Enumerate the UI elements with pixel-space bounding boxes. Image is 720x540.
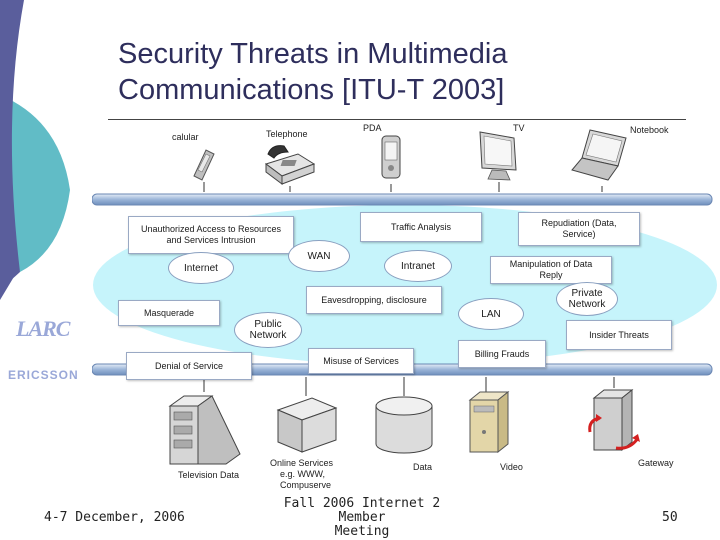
threat-traffic-analysis: Traffic Analysis bbox=[360, 212, 482, 242]
cellphone-icon bbox=[193, 149, 215, 181]
threat-insider: Insider Threats bbox=[566, 320, 672, 350]
online-services-server-icon bbox=[276, 397, 338, 453]
tv-icon bbox=[479, 131, 517, 181]
device-label-online-services: Online Services e.g. WWW, Compuserve bbox=[270, 458, 334, 490]
network-internet: Internet bbox=[168, 252, 234, 284]
notebook-icon bbox=[571, 129, 627, 181]
device-label-data: Data bbox=[413, 462, 433, 472]
page-number: 50 bbox=[662, 510, 678, 525]
threat-billing-frauds: Billing Frauds bbox=[458, 340, 546, 368]
device-label-telephone: Telephone bbox=[266, 129, 308, 139]
gateway-server-icon bbox=[588, 388, 640, 452]
device-label-gateway: Gateway bbox=[638, 458, 674, 468]
footer-date: 4-7 December, 2006 bbox=[44, 510, 185, 525]
larc-logo: LARC bbox=[16, 316, 70, 341]
footer-event: Fall 2006 Internet 2 Member Meeting bbox=[283, 496, 441, 539]
television-data-server-icon bbox=[168, 395, 241, 465]
telephone-icon bbox=[264, 145, 316, 185]
title-rule bbox=[108, 119, 686, 120]
threat-misuse-of-services: Misuse of Services bbox=[308, 348, 414, 374]
top-bus bbox=[92, 193, 713, 206]
network-intranet: Intranet bbox=[384, 250, 452, 282]
device-label-notebook: Notebook bbox=[630, 125, 669, 135]
threat-denial-of-service: Denial of Service bbox=[126, 352, 252, 380]
device-label-television-data: Television Data bbox=[178, 470, 240, 480]
threat-repudiation: Repudiation (Data,Service) bbox=[518, 212, 640, 246]
data-storage-icon bbox=[375, 396, 433, 454]
slide-title: Security Threats in Multimedia Communica… bbox=[118, 38, 508, 106]
network-lan: LAN bbox=[458, 298, 524, 330]
device-label-video: Video bbox=[500, 462, 523, 472]
pda-icon bbox=[381, 135, 401, 179]
device-label-tv: TV bbox=[513, 123, 525, 133]
video-server-icon bbox=[468, 390, 510, 454]
network-wan: WAN bbox=[288, 240, 350, 272]
device-label-cellular: calular bbox=[172, 132, 199, 142]
device-label-pda: PDA bbox=[363, 123, 382, 133]
ericsson-logo: ERICSSON bbox=[8, 368, 79, 382]
threat-eavesdropping: Eavesdropping, disclosure bbox=[306, 286, 442, 314]
threat-masquerade: Masquerade bbox=[118, 300, 220, 326]
left-decoration bbox=[0, 0, 70, 300]
